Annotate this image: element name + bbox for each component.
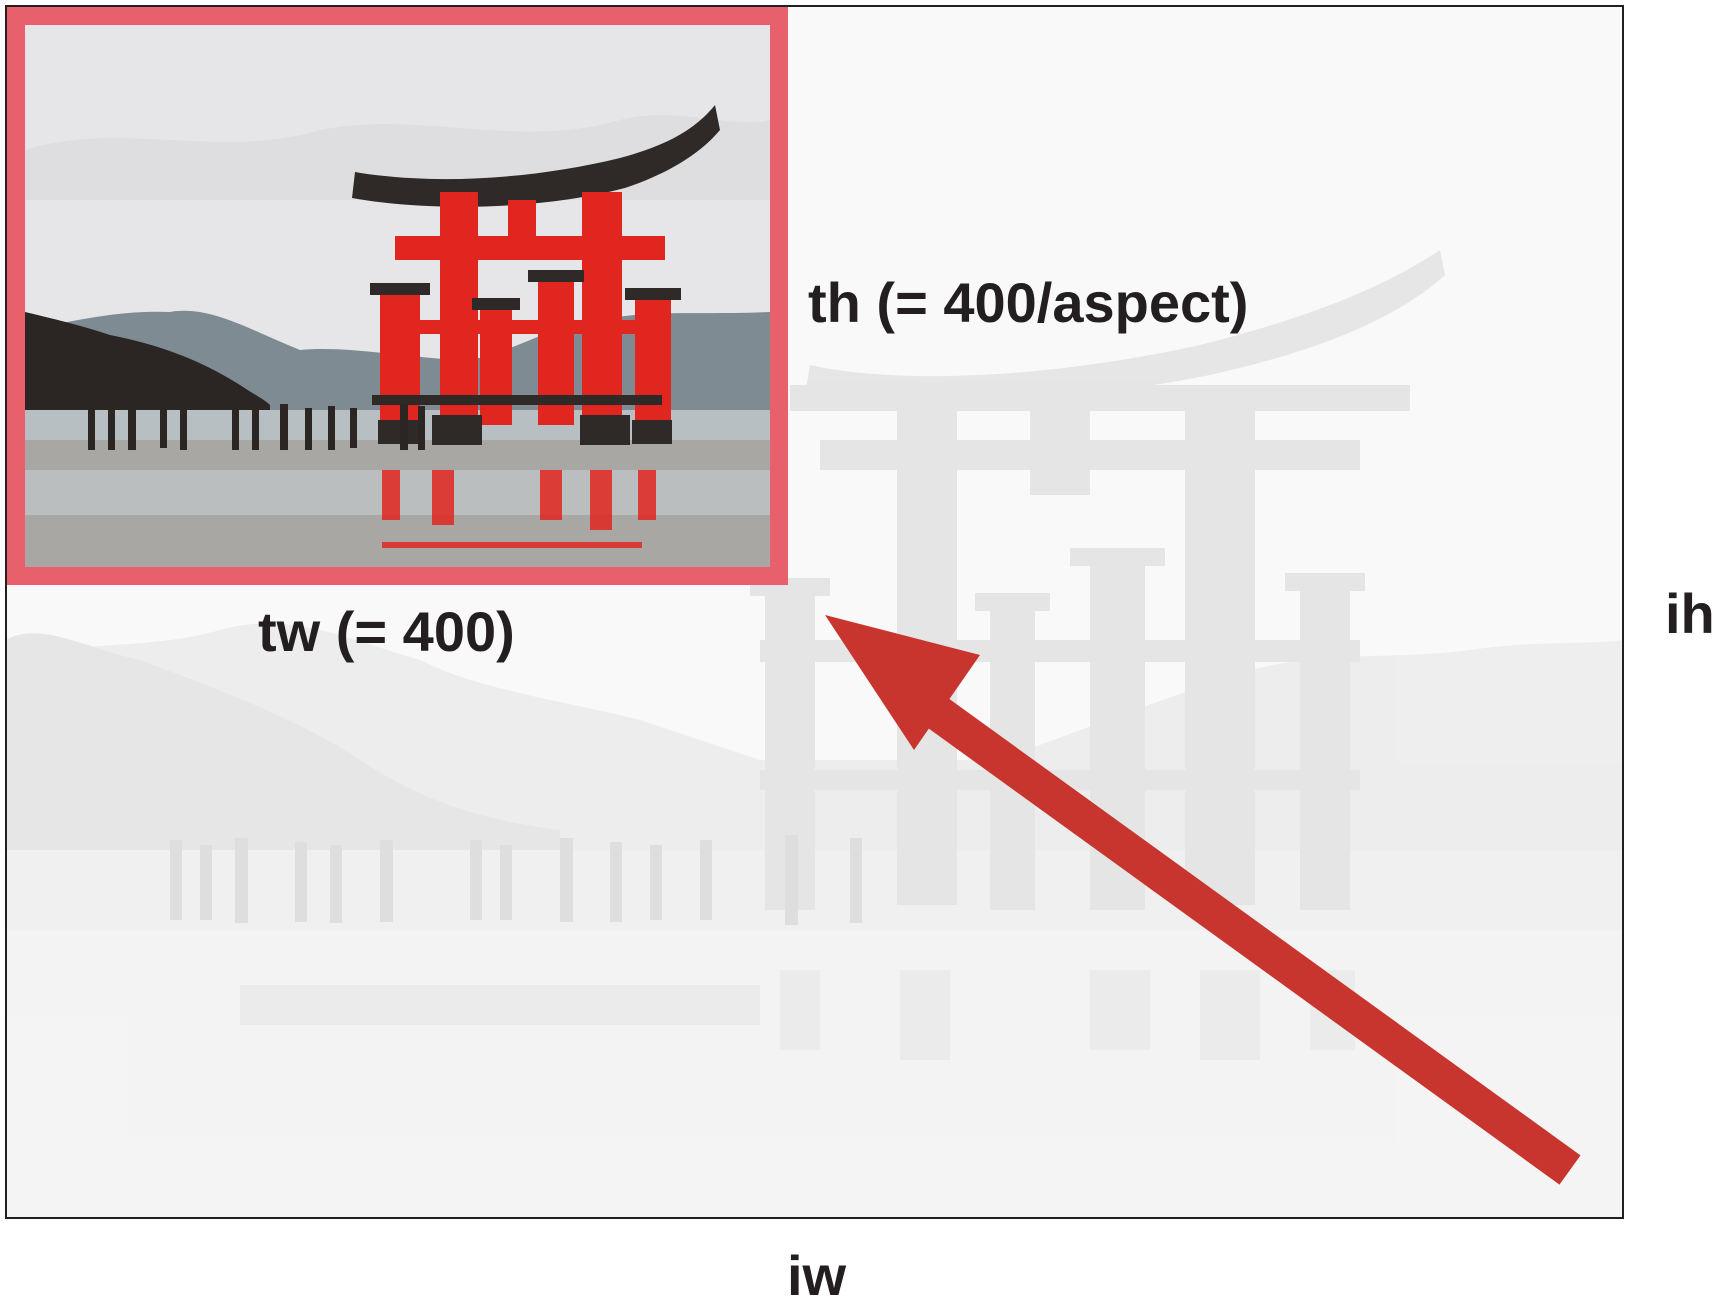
thumb-reflections — [382, 470, 656, 548]
faded-torii-gate-photo — [6, 250, 1623, 1218]
torii-gate-thumbnail-photo — [25, 25, 770, 567]
thumbnail-border — [7, 7, 788, 585]
full-image — [5, 5, 1624, 1219]
scale-down-arrow-icon — [825, 615, 1581, 1185]
arrow-shaft — [909, 685, 1581, 1185]
thumb-height-label: th (= 400/aspect) — [808, 271, 1248, 334]
faded-torii — [750, 250, 1445, 910]
faded-people — [170, 835, 862, 925]
faded-treeline — [6, 633, 560, 870]
faded-reflections — [240, 970, 1355, 1060]
image-width-label: iw — [787, 1244, 847, 1303]
arrow-head — [825, 615, 980, 750]
thumb-torii — [352, 105, 720, 445]
thumb-people — [88, 404, 425, 450]
image-height-label: ih — [1665, 582, 1715, 645]
thumb-trees — [25, 312, 270, 415]
full-image-border — [5, 5, 1624, 1219]
thumb-width-label: tw (= 400) — [258, 600, 515, 663]
thumbnail-frame — [7, 7, 788, 585]
